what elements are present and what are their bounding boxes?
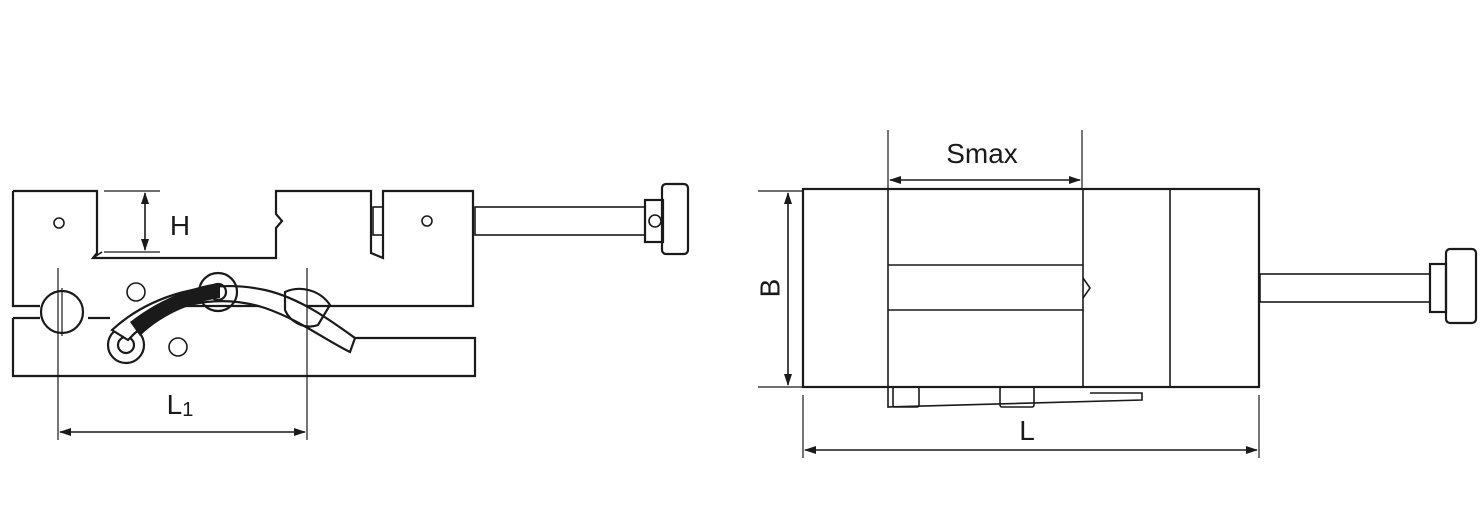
side-upper-body [11,189,475,308]
side-locking-arm-dark [130,283,220,336]
side-small-pin-upper [126,282,146,302]
top-foot-left [892,386,920,408]
side-l1-label-main: L [167,389,183,420]
side-arm-pivot-outer [197,271,239,313]
side-lower-base [11,316,477,378]
top-base-plate [887,387,1143,408]
top-b-label: B [754,279,785,298]
top-view: Smax B L [754,130,1478,458]
top-slot-break [1082,277,1091,299]
top-screw-thread [1259,273,1431,303]
side-arm-lobe [283,287,332,328]
top-body-outline [801,187,1261,389]
side-pin-hole-right [421,215,433,227]
side-h-label: H [170,210,190,241]
top-knurled-knob [1444,247,1478,325]
side-l1-label: L1 [167,389,194,421]
top-smax-label: Smax [946,138,1018,169]
top-l-label: L [1019,415,1035,446]
top-screw-collar [1428,262,1448,314]
side-screw-section-hatch [372,206,384,236]
side-jaw-chamfer [92,251,103,259]
side-knurled-knob [660,182,690,256]
side-arm-pivot-inner [208,282,228,302]
side-collar-pin [648,214,662,228]
side-small-pin [168,337,188,357]
top-foot-right [999,386,1035,408]
side-screw-thread [474,206,646,236]
side-l1-label-sub: 1 [182,399,193,421]
side-pin-hole-left [53,217,65,229]
side-view: H L1 [11,182,690,440]
